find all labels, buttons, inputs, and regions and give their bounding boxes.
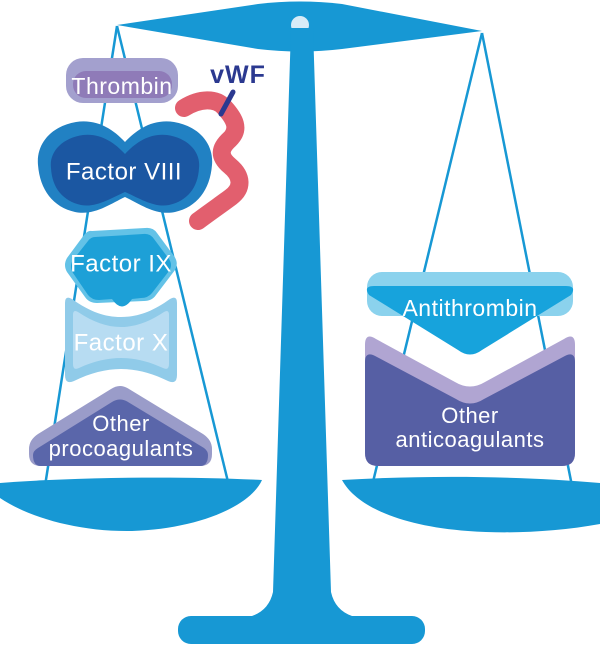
other-anticoagulants-label: Other anticoagulants bbox=[396, 404, 545, 452]
right-pan bbox=[342, 476, 600, 533]
other-anticoagulants-label-line1: Other bbox=[441, 403, 499, 428]
scale-post bbox=[252, 28, 352, 618]
thrombin-shape-inner bbox=[73, 71, 172, 98]
other-procoagulants-label: Other procoagulants bbox=[49, 411, 194, 461]
antithrombin-label: Antithrombin bbox=[402, 294, 538, 321]
factor-viii-label: Factor VIII bbox=[65, 158, 183, 186]
factor-ix-shape-inner bbox=[71, 233, 171, 307]
other-anticoagulants-label-line2: anticoagulants bbox=[395, 427, 545, 452]
factor-x-label: Factor X bbox=[73, 329, 169, 357]
vwf-pointer-line bbox=[218, 89, 236, 117]
scale-base bbox=[178, 616, 425, 644]
thrombin-label: Thrombin bbox=[71, 72, 173, 99]
factor-ix-label: Factor IX bbox=[70, 250, 172, 278]
factor-x-shape-inner bbox=[73, 311, 169, 369]
vwf-ribbon bbox=[175, 91, 249, 230]
vwf-label: vWF bbox=[210, 60, 266, 89]
anticoagulants-shape-inner bbox=[365, 354, 575, 466]
factor-viii-shape-inner bbox=[50, 134, 200, 206]
antithrombin-shape-body bbox=[366, 286, 574, 355]
left-pan bbox=[0, 477, 262, 532]
other-procoagulants-label-line2: procoagulants bbox=[48, 436, 194, 461]
procoagulants-shape-inner bbox=[33, 399, 208, 466]
other-procoagulants-label-line1: Other bbox=[92, 411, 150, 436]
